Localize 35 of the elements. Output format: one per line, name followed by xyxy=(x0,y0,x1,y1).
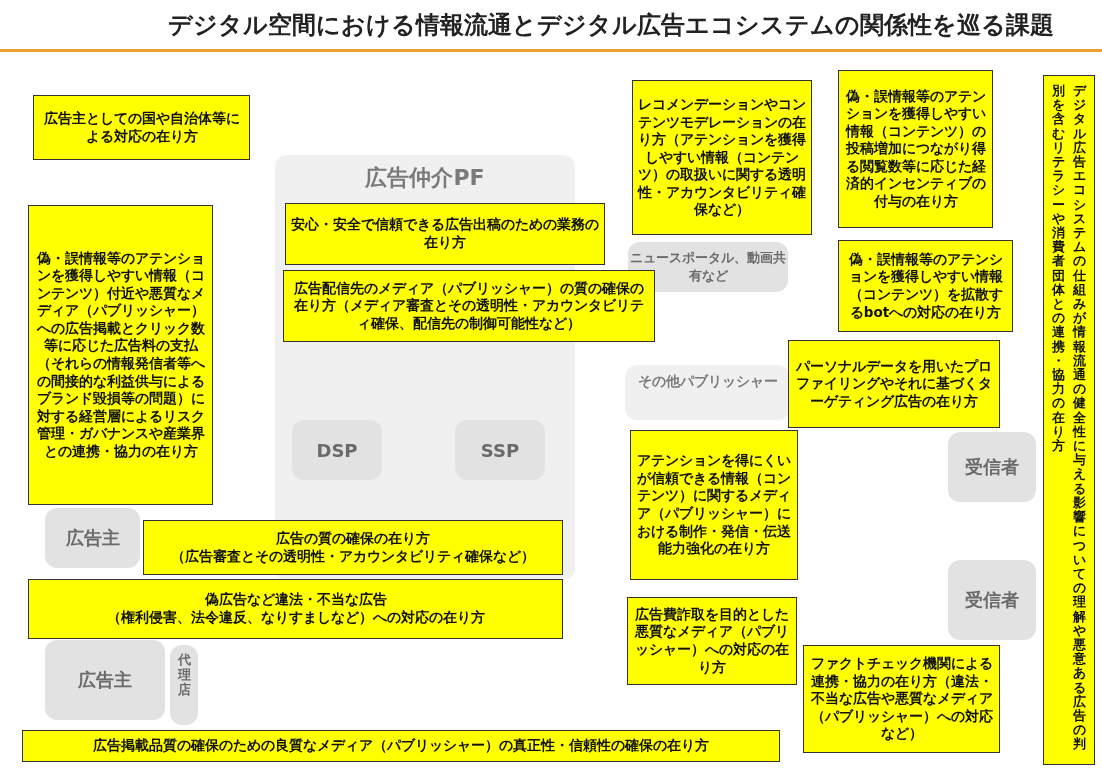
callout-text: 広告の質の確保の在り方 xyxy=(276,529,430,548)
callout-box: 偽・誤情報等のアテンションを獲得しやすい情報（コンテンツ）を拡散するbotへの対応の在り方 xyxy=(838,240,1013,332)
callout-box: 広告掲載品質の確保のための良質なメディア（パブリッシャー）の真正性・信頼性の確保の在り方 xyxy=(22,730,780,762)
background-box xyxy=(45,640,165,720)
faded-label: 広告仲介PF xyxy=(364,164,486,192)
background-box xyxy=(45,508,140,568)
background-box xyxy=(948,560,1036,640)
callout-box: ファクトチェック機関による連携・協力の在り方（違法・不当な広告や悪質なメディア（パブリッシャー）への対応など） xyxy=(803,645,1000,753)
callout-text: （広告審査とその透明性・アカウンタビリティ確保など） xyxy=(171,547,535,566)
callout-box: 広告配信先のメディア（パブリッシャー）の質の確保の在り方（メディア審査とその透明性・アカウンタビリティ確保、配信先の制御可能性など） xyxy=(283,270,655,342)
background-box xyxy=(170,645,198,725)
faded-label: 広告主 xyxy=(77,668,133,692)
callout-box: レコメンデーションやコンテンツモデレーションの在り方（アテンションを獲得しやすい情報（コンテンツ）の取扱いに関する透明性・アカウンタビリティ確保など） xyxy=(632,80,812,235)
faded-label: 受信者 xyxy=(964,455,1020,479)
callout-box: 広告主としての国や自治体等による対応の在り方 xyxy=(33,95,250,160)
callout-box: 広告費詐取を目的とした悪質なメディア（パブリッシャー）への対応の在り方 xyxy=(627,597,797,685)
faded-label: 代理店 xyxy=(177,653,191,698)
faded-label: 広告主 xyxy=(64,526,121,550)
faded-label: SSP xyxy=(479,439,521,461)
callout-text: 偽広告など違法・不当な広告 xyxy=(204,591,387,609)
callout-box: アテンションを得にくいが信頼できる情報（コンテンツ）に関するメディア（パブリッシャー）における制作・発信・伝送能力強化の在り方 xyxy=(630,430,798,580)
callout-box: パーソナルデータを用いたプロファイリングやそれに基づくターゲティング広告の在り方 xyxy=(788,340,1000,428)
title: デジタル空間における情報流通とデジタル広告エコシステムの関係性を巡る課題 xyxy=(0,0,1102,52)
callout-box xyxy=(143,520,563,575)
faded-label: DSP xyxy=(315,439,359,461)
callout-box: 偽・誤情報等のアテンションを獲得しやすい情報（コンテンツ）の投稿増加につながり得る閲覧数等に応じた経済的インセンティブの付与の在り方 xyxy=(838,70,993,228)
callout-box xyxy=(28,579,563,639)
background-panel xyxy=(625,365,790,420)
faded-label: その他パブリッシャー xyxy=(636,373,779,391)
background-box xyxy=(948,432,1036,502)
callout-box: 安心・安全で信頼できる広告出稿のための業務の在り方 xyxy=(285,203,605,265)
faded-label: 受信者 xyxy=(964,588,1020,612)
callout-box: 偽・誤情報等のアテンションを獲得しやすい情報（コンテンツ）付近や悪質なメディア（パブリッシャー）への広告掲載とクリック数等に応じた広告料の支払（それらの情報発信者等への間接的な利益供与によるブランド毀損等の問題）に対する経営層によるリスク管理・ガバナンスや産業界との連携・協力の在り方 xyxy=(28,205,213,505)
callout-text: （権利侵害、法令違反、なりすましなど）への対応の在り方 xyxy=(106,609,485,627)
callout-box: デジタル広告エコシステムの仕組みが情報流通の健全性に与える影響についての理解や悪意ある広告の判別を含むリテラシーや消費者団体との連携・協力の在り方 xyxy=(1043,75,1095,765)
